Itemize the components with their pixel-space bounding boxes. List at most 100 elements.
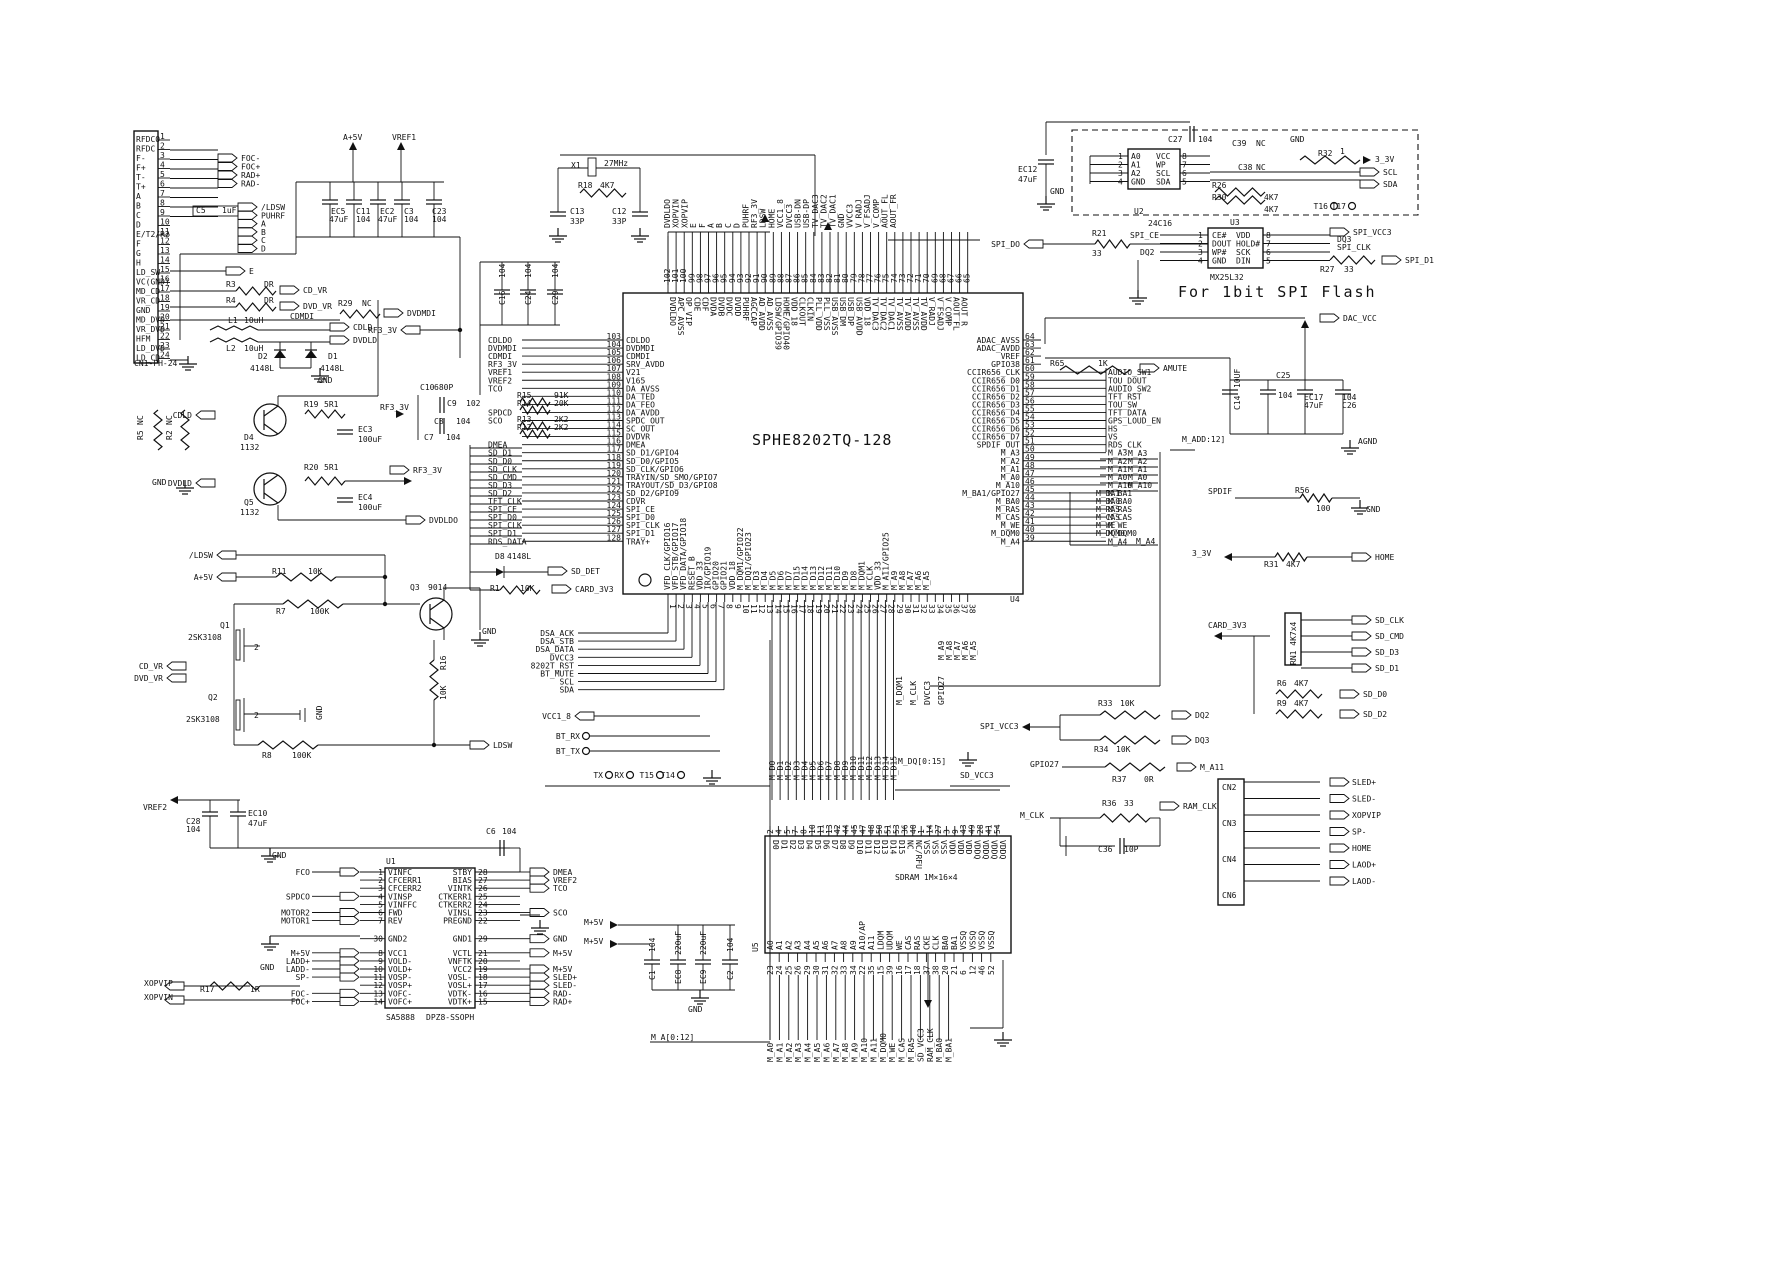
port-flag-icon <box>1351 615 1372 625</box>
chip-pin-name: BIAS <box>453 876 472 885</box>
arrow-up-icon <box>1301 320 1309 328</box>
r7-resistor <box>282 599 344 609</box>
r4-value: DR <box>264 296 274 305</box>
chip-pin-name: DA_AVSS <box>626 384 660 393</box>
arrow-right-icon <box>610 940 618 948</box>
chip-pin-number: 31 <box>911 604 920 614</box>
gnd-label: GND <box>260 963 275 972</box>
net-label: M_A9 <box>851 1043 860 1062</box>
port-flag-icon <box>164 981 185 991</box>
d1-diode-icon <box>305 350 317 358</box>
chip-pin-name: TV_AVSS <box>911 297 920 331</box>
net-label: DVDLDO <box>663 199 672 228</box>
cn-ref: CN3 <box>1222 819 1237 828</box>
gnd-label: GND <box>1050 187 1065 196</box>
d2-ref: D2 <box>258 352 268 361</box>
net-label: M_A5 <box>813 1043 822 1062</box>
chip-pin-number: 18 <box>478 973 488 982</box>
port-flag-icon <box>1329 827 1350 836</box>
r9-ref: R9 <box>1277 699 1287 708</box>
chip-pin-number: 12 <box>757 604 766 614</box>
chip-pin-number: 21 <box>950 965 959 975</box>
chip-pin-number: 88 <box>776 273 785 283</box>
net-label: A+5V <box>194 573 213 582</box>
chip-pin-number: 49 <box>1025 453 1035 462</box>
net-label: 3_3V <box>1375 155 1394 164</box>
chip-pin-name: APC_AVSS <box>676 297 685 336</box>
chip-pin-number: 27 <box>879 604 888 614</box>
chip-pin-name: CCIR656_D1 <box>972 384 1020 393</box>
r56-resistor <box>1299 492 1333 504</box>
r21-ref: R21 <box>1092 229 1107 238</box>
net-label: M_A2 <box>1128 457 1147 466</box>
c7-ref: C7 <box>424 433 434 442</box>
test-point-icon <box>1329 201 1339 211</box>
chip-pin-name: M_A11/GPIO25 <box>882 532 891 590</box>
chip-pin-number: 34 <box>935 604 944 614</box>
c13-value: 33P <box>570 217 585 226</box>
connector-pin-label: GND <box>136 306 151 315</box>
transistor-lead <box>263 423 279 435</box>
chip-pin-number: 45 <box>1025 485 1035 494</box>
chip-pin-number: 1 <box>1198 231 1203 240</box>
port-flag-icon <box>529 948 550 958</box>
rn1-resistor-array <box>1284 612 1302 666</box>
c23-ref: C23 <box>432 207 447 216</box>
net-label: TV_DAC1 <box>828 194 837 228</box>
r32-ref: R32 <box>1318 149 1333 158</box>
c36-value: 10P <box>1124 845 1139 854</box>
chip-pin-name: A2 <box>784 940 793 950</box>
chip-pin-name: M_A10 <box>996 481 1020 490</box>
chip-pin-name: A6 <box>821 940 830 950</box>
chip-pin-name: GPIO21 <box>720 561 729 590</box>
net-label: DVCC3 <box>785 204 794 228</box>
r37-ref: R37 <box>1112 775 1127 784</box>
net-label: /LDSW <box>261 203 285 212</box>
chip-pin-number: 51 <box>1025 437 1035 446</box>
net-label: SD_D3 <box>1375 648 1399 657</box>
chip-pin-number: 5 <box>1266 257 1271 266</box>
port-flag-icon <box>529 988 550 998</box>
ec12-ref: EC12 <box>1018 165 1037 174</box>
r26-value: 4K7 <box>1264 193 1279 202</box>
net-label: SP- <box>296 973 310 982</box>
ec10-value: 47uF <box>248 819 267 828</box>
net-label: BT_MUTE <box>540 670 574 679</box>
chip-pin-number: 3 <box>378 884 383 893</box>
c11-ref: C11 <box>356 207 371 216</box>
chip-pin-number: 43 <box>1025 501 1035 510</box>
r6-resistor <box>1275 689 1323 699</box>
chip-pin-number: 27 <box>478 876 488 885</box>
net-label: SPI_CE <box>488 505 517 514</box>
chip-pin-number: 53 <box>1025 421 1035 430</box>
chip-pin-number: 12 <box>968 965 977 975</box>
chip-pin-name: VDD_18 <box>790 297 799 326</box>
chip-pin-name: M_A7 <box>906 571 915 590</box>
net-label: USB-DN <box>794 199 803 228</box>
r8-resistor <box>257 740 319 750</box>
vertical-label: 220uF <box>674 931 683 955</box>
chip-pin-name: SPDC_OUT <box>626 417 665 426</box>
net-label: CDMDI <box>290 312 314 321</box>
connector-pin-number: 1 <box>160 132 165 141</box>
r5-resistor <box>153 409 163 451</box>
port-flag-icon <box>339 891 360 901</box>
r4-ref: R4 <box>226 296 236 305</box>
net-label: M_A4 <box>1108 537 1127 546</box>
chip-pin-name: PLL_VSS <box>822 297 831 331</box>
port-flag-icon <box>529 883 550 893</box>
chip-pin-name: M_D4 <box>760 571 769 590</box>
net-label: LADD+ <box>286 957 310 966</box>
net-label: SP- <box>1352 828 1366 837</box>
arrow-right-icon <box>404 477 412 485</box>
junction-dot <box>382 601 388 607</box>
chip-pin-number: 18 <box>913 965 922 975</box>
chip-pin-name: TV_AVSS <box>895 297 904 331</box>
net-label: VREF1 <box>488 368 512 377</box>
net-label: FOC- <box>291 989 310 998</box>
chip-pin-name: VSSQ <box>978 931 987 950</box>
chip-pin-name: USB_DM <box>838 297 847 326</box>
chip-pin-name: VOSL+ <box>448 981 472 990</box>
r15-ref: R15 <box>517 391 532 400</box>
chip-pin-name: A9 <box>849 940 858 950</box>
